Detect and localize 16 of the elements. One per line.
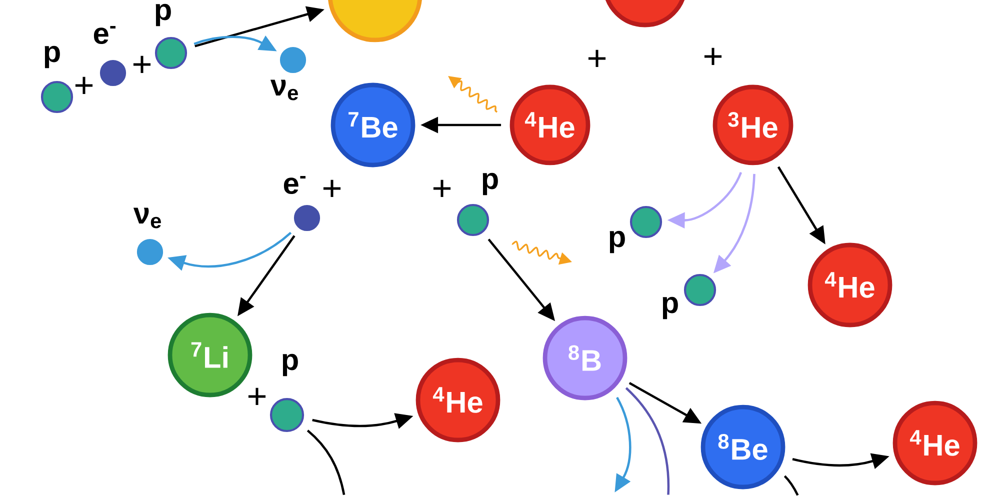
- particle-label: e$^{-}$: [284, 176, 306, 194]
- plus-sign: +: [323, 180, 341, 198]
- particle-label: p: [482, 172, 498, 196]
- particle-label: e$^{-}$: [94, 26, 116, 44]
- particle-label: ν$_{e}$: [133, 208, 161, 228]
- plus-sign: +: [433, 180, 451, 198]
- plus-sign: +: [588, 50, 606, 68]
- plus-sign: +: [704, 48, 722, 66]
- plus-sign: +: [75, 76, 93, 94]
- particle-label: p: [610, 230, 625, 254]
- particle-label: p: [156, 4, 171, 26]
- particle-label: ν$_{e}$: [270, 80, 298, 100]
- particle-label: p: [282, 354, 298, 376]
- particle-label: p: [662, 296, 678, 320]
- particle-label: p: [44, 46, 60, 68]
- plus-sign: +: [133, 56, 151, 74]
